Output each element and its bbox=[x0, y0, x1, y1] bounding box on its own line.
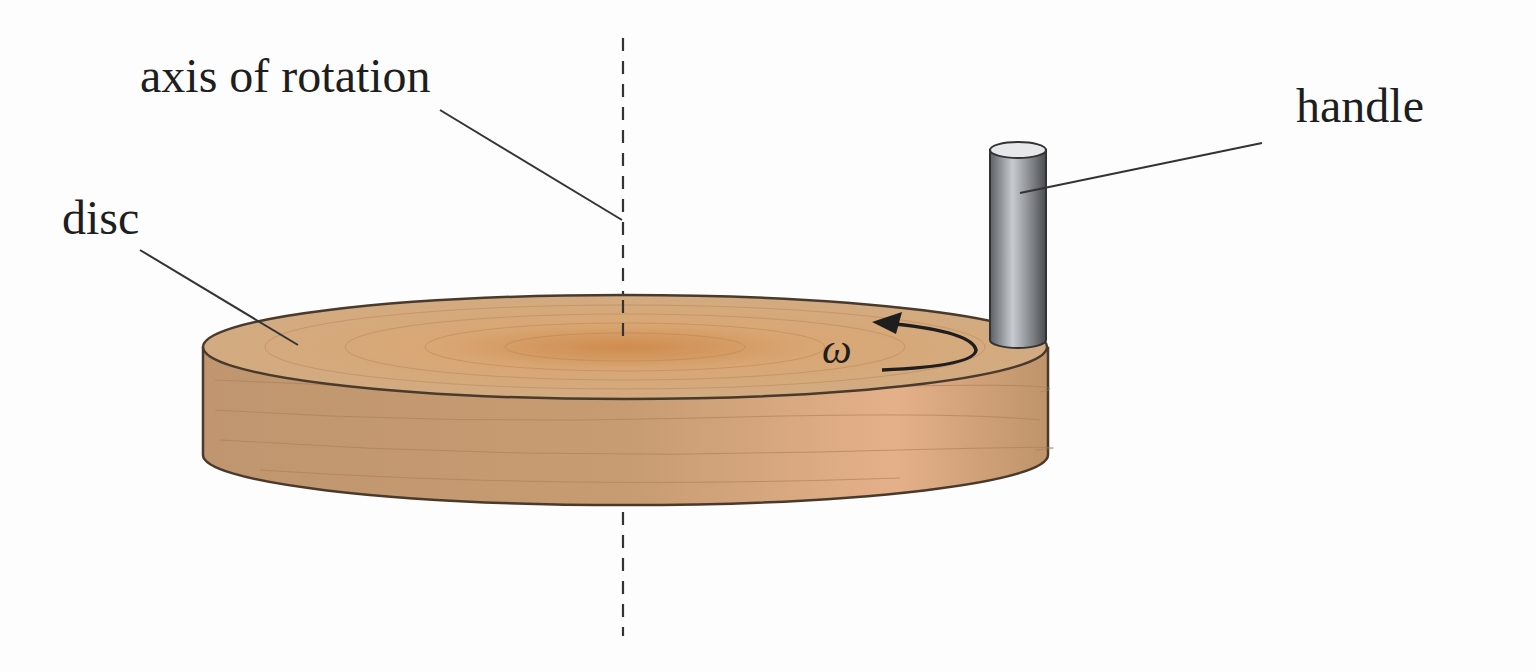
part-label: disc bbox=[62, 194, 139, 242]
part-label: handle bbox=[1296, 82, 1424, 130]
leader-line bbox=[440, 110, 622, 220]
handle-rod bbox=[990, 150, 1046, 348]
part-label: axis of rotation bbox=[140, 52, 431, 100]
handle-top bbox=[990, 142, 1046, 158]
leader-line bbox=[1020, 143, 1262, 193]
axis-line bbox=[622, 300, 624, 345]
leader-line bbox=[140, 250, 298, 345]
arrow-head bbox=[872, 312, 902, 334]
wood-rings bbox=[265, 305, 985, 389]
disc-top bbox=[203, 295, 1047, 399]
axis-line bbox=[622, 512, 624, 636]
symbol-label: ω bbox=[822, 328, 852, 370]
